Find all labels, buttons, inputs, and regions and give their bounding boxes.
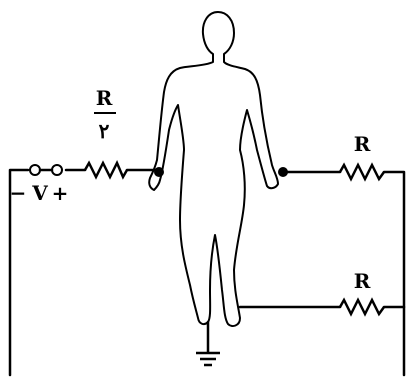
wire-arm-resistor-to-right bbox=[382, 170, 406, 377]
source-minus-label: − bbox=[10, 181, 27, 205]
leg-resistor-label: R bbox=[354, 269, 371, 293]
source-voltage-label: V bbox=[31, 181, 48, 205]
resistor-half bbox=[83, 160, 129, 180]
contact-dot-left-hand bbox=[154, 167, 164, 177]
source-terminal-left bbox=[29, 164, 41, 176]
source-plus-label: + bbox=[52, 181, 69, 205]
contact-dot-right-hand bbox=[278, 167, 288, 177]
half-resistor-denominator-label: ۲ bbox=[99, 119, 110, 143]
half-resistor-numerator-label: R bbox=[96, 86, 113, 110]
source-terminal-right bbox=[51, 164, 63, 176]
ground-icon bbox=[196, 351, 220, 367]
human-body-outline bbox=[148, 11, 279, 327]
wire-left-vertical bbox=[8, 168, 30, 377]
resistor-leg bbox=[338, 297, 386, 317]
resistor-arm bbox=[338, 162, 386, 182]
arm-resistor-label: R bbox=[354, 132, 371, 156]
